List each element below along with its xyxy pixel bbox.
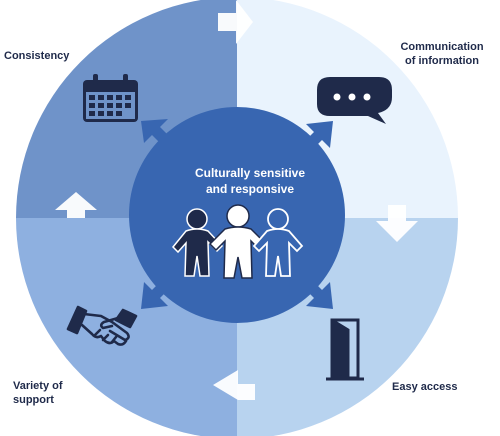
center-corner-arrows bbox=[141, 119, 333, 309]
speech-bubble-icon bbox=[317, 77, 392, 124]
label-variety-of-support: Variety of support bbox=[13, 379, 93, 407]
label-line: support bbox=[13, 394, 54, 406]
label-line: of information bbox=[405, 55, 479, 67]
corner-arrow-bottom-right bbox=[298, 274, 333, 309]
cycle-arrow-up bbox=[55, 192, 97, 218]
center-title: Culturally sensitive and responsive bbox=[160, 165, 340, 197]
open-door-icon bbox=[326, 318, 364, 381]
label-consistency: Consistency bbox=[4, 49, 69, 63]
corner-arrow-top-right bbox=[298, 121, 333, 156]
calendar-icon bbox=[83, 74, 138, 122]
cycle-arrow-right bbox=[218, 0, 253, 44]
cycle-arrow-left bbox=[213, 370, 255, 400]
label-communication-of-information: Communication of information bbox=[387, 40, 497, 68]
handshake-icon bbox=[66, 305, 138, 346]
label-line: Easy access bbox=[392, 381, 458, 393]
corner-arrow-top-left bbox=[141, 119, 176, 151]
label-line: Communication bbox=[400, 41, 484, 53]
label-line: Variety of bbox=[13, 380, 63, 392]
center-title-line-1: Culturally sensitive bbox=[194, 166, 306, 180]
corner-arrow-bottom-left bbox=[141, 274, 176, 309]
people-holding-hands-icon bbox=[171, 204, 304, 279]
cycle-arrow-down bbox=[376, 205, 418, 242]
center-title-line-2: and responsive bbox=[205, 182, 295, 196]
label-line: Consistency bbox=[4, 50, 70, 62]
label-easy-access: Easy access bbox=[392, 380, 457, 394]
